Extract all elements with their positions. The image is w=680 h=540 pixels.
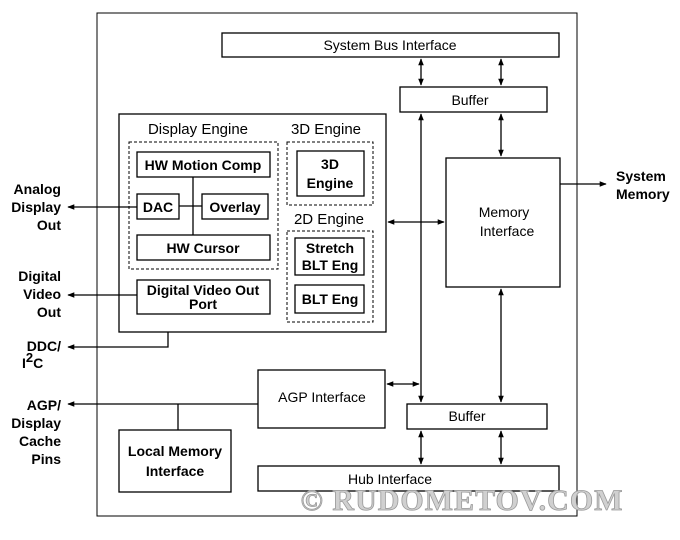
svg-text:Memory: Memory bbox=[616, 186, 670, 202]
engine-3d-group bbox=[286, 141, 374, 206]
overlay-block: Overlay bbox=[201, 193, 269, 220]
blt-eng-block: BLT Eng bbox=[294, 284, 365, 314]
svg-text:Display: Display bbox=[11, 199, 61, 215]
svg-text:Out: Out bbox=[37, 304, 61, 320]
svg-text:DDC/: DDC/ bbox=[27, 338, 61, 354]
display-engine-group bbox=[128, 141, 279, 270]
system-bus-interface-block: System Bus Interface bbox=[221, 32, 560, 58]
engine-3d-label-line2: Engine bbox=[307, 175, 354, 191]
svg-text:Out: Out bbox=[37, 217, 61, 233]
arrow-ddc-i2c bbox=[67, 332, 169, 350]
hub-interface-label: Hub Interface bbox=[348, 471, 432, 487]
digital-video-out-port-label-line2: Port bbox=[189, 296, 217, 312]
stretch-blt-label-line2: BLT Eng bbox=[302, 257, 359, 273]
agp-display-cache-label: AGP/ Display Cache Pins bbox=[11, 397, 61, 467]
svg-text:Digital: Digital bbox=[18, 268, 61, 284]
local-memory-interface-block: Local Memory Interface bbox=[118, 429, 232, 493]
analog-display-out-label: Analog Display Out bbox=[11, 181, 61, 233]
stretch-blt-label-line1: Stretch bbox=[306, 240, 354, 256]
stretch-blt-block: Stretch BLT Eng bbox=[294, 237, 365, 276]
svg-text:System: System bbox=[616, 168, 666, 184]
buffer-bottom-label: Buffer bbox=[448, 408, 485, 424]
digital-video-out-port-block: Digital Video Out Port bbox=[136, 279, 271, 315]
digital-video-out-port-label-line1: Digital Video Out bbox=[147, 282, 260, 298]
chip-outline bbox=[96, 12, 578, 517]
display-engine-heading: Display Engine bbox=[148, 121, 248, 138]
svg-text:AGP/: AGP/ bbox=[27, 397, 61, 413]
svg-text:Analog: Analog bbox=[14, 181, 61, 197]
buffer-top-block: Buffer bbox=[399, 86, 548, 113]
local-memory-label-line1: Local Memory bbox=[128, 443, 222, 459]
ddc-line2: I2C bbox=[22, 350, 43, 371]
engine-3d-label-line1: 3D bbox=[321, 156, 339, 172]
dac-label: DAC bbox=[143, 199, 173, 215]
engine-2d-heading: 2D Engine bbox=[294, 211, 364, 228]
hw-motion-comp-block: HW Motion Comp bbox=[136, 151, 271, 178]
svg-text:Video: Video bbox=[23, 286, 61, 302]
engine-2d-group bbox=[286, 230, 374, 323]
svg-text:Cache: Cache bbox=[19, 433, 61, 449]
hub-interface-block: Hub Interface bbox=[257, 465, 560, 492]
memory-interface-label-line2: Interface bbox=[480, 223, 535, 239]
memory-interface-block: Memory Interface bbox=[445, 157, 561, 288]
system-bus-interface-label: System Bus Interface bbox=[323, 37, 456, 53]
engine-3d-block: 3D Engine bbox=[296, 150, 365, 197]
hw-cursor-block: HW Cursor bbox=[136, 234, 271, 261]
hw-motion-comp-label: HW Motion Comp bbox=[145, 157, 262, 173]
system-memory-label: System Memory bbox=[616, 168, 670, 202]
agp-interface-label: AGP Interface bbox=[278, 389, 366, 405]
overlay-label: Overlay bbox=[209, 199, 261, 215]
ddc-i2c-label: DDC/ I2C bbox=[22, 338, 61, 371]
svg-text:Display: Display bbox=[11, 415, 61, 431]
buffer-top-label: Buffer bbox=[451, 92, 488, 108]
engine-3d-heading: 3D Engine bbox=[291, 121, 361, 138]
blt-eng-label: BLT Eng bbox=[302, 291, 359, 307]
memory-interface-label-line1: Memory bbox=[479, 204, 530, 220]
agp-interface-block: AGP Interface bbox=[257, 369, 386, 429]
digital-video-out-label: Digital Video Out bbox=[18, 268, 61, 320]
hw-cursor-label: HW Cursor bbox=[166, 240, 240, 256]
svg-text:Pins: Pins bbox=[31, 451, 61, 467]
watermark: © RUDOMETOV.COM bbox=[301, 484, 624, 517]
dac-block: DAC bbox=[136, 193, 180, 220]
buffer-bottom-block: Buffer bbox=[406, 403, 548, 430]
local-memory-label-line2: Interface bbox=[146, 463, 205, 479]
